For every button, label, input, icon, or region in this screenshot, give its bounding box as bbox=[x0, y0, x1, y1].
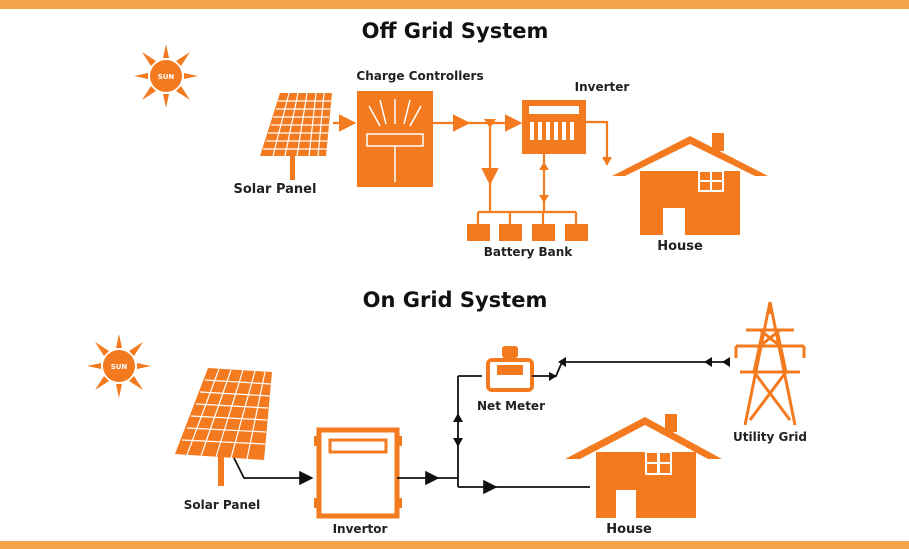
inverter-icon bbox=[314, 427, 402, 519]
utility-grid-label: Utility Grid bbox=[733, 430, 807, 444]
arrow-icon bbox=[549, 372, 557, 381]
battery-bank-label: Battery Bank bbox=[484, 245, 574, 259]
off-grid-title: Off Grid System bbox=[362, 19, 549, 43]
wire-meter-grid bbox=[532, 361, 730, 377]
charge-controllers-label: Charge Controllers bbox=[356, 69, 483, 83]
down-arrow-icon bbox=[453, 438, 463, 447]
solar-panel-icon bbox=[175, 368, 272, 486]
house-icon bbox=[612, 133, 768, 235]
up-arrow-icon bbox=[453, 413, 463, 422]
net-meter-icon bbox=[486, 346, 534, 392]
solar-panel-label: Solar Panel bbox=[234, 182, 317, 197]
inverter-icon bbox=[522, 100, 586, 154]
invertor-label: Invertor bbox=[333, 522, 388, 536]
battery-icon bbox=[467, 212, 588, 241]
arrow-icon bbox=[722, 357, 730, 367]
wire-panel-inverter bbox=[233, 457, 284, 479]
sun-icon: SUN bbox=[87, 334, 151, 398]
house-label-bottom: House bbox=[606, 522, 652, 537]
solar-panel-label: Solar Panel bbox=[184, 498, 261, 512]
solar-panel-icon bbox=[260, 92, 332, 180]
on-grid-title: On Grid System bbox=[363, 288, 548, 312]
transmission-tower-icon bbox=[734, 301, 806, 426]
house-label-top: House bbox=[657, 239, 703, 254]
charge-controller-icon bbox=[357, 91, 433, 187]
arrow-icon bbox=[704, 357, 712, 367]
sun-label: SUN bbox=[111, 363, 128, 371]
top-border bbox=[0, 0, 909, 9]
wire-inverter-house bbox=[586, 120, 609, 160]
arrow-icon bbox=[558, 357, 566, 367]
up-arrow-icon bbox=[539, 162, 549, 170]
net-meter-label: Net Meter bbox=[477, 399, 545, 413]
inverter-label: Inverter bbox=[575, 80, 630, 94]
arrow-to-house-icon bbox=[602, 157, 612, 166]
down-arrow-icon bbox=[539, 195, 549, 203]
bottom-border bbox=[0, 541, 909, 549]
house-icon bbox=[565, 414, 722, 518]
sun-label: SUN bbox=[158, 73, 175, 81]
sun-icon: SUN bbox=[134, 44, 198, 108]
